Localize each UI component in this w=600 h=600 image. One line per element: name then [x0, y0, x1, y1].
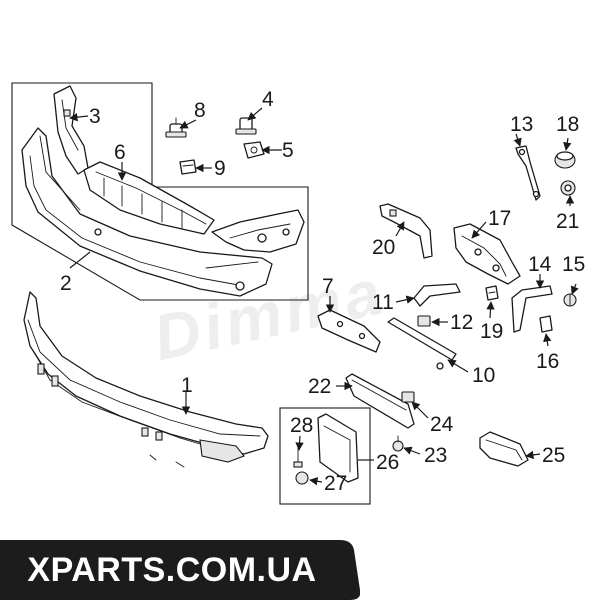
callout-7: 7 [322, 275, 334, 298]
part-6-absorber [83, 161, 215, 235]
callout-23: 23 [424, 444, 447, 467]
part-15-bolt [563, 293, 577, 307]
part-13-strap [515, 145, 541, 201]
callout-16: 16 [536, 350, 559, 373]
part-19-clip [485, 285, 499, 301]
callout-17: 17 [488, 207, 511, 230]
callout-28: 28 [290, 414, 313, 437]
callout-1: 1 [181, 374, 193, 397]
callout-11: 11 [372, 291, 394, 314]
group-box-2 [11, 82, 309, 301]
part-9-clip [179, 159, 197, 175]
callout-9: 9 [214, 157, 226, 180]
part-10-bar [387, 317, 457, 370]
part-26-plate-bracket [317, 413, 359, 483]
part-27-nut [295, 471, 309, 485]
callout-labels: 1 2 3 4 5 6 7 8 9 10 11 12 13 14 15 16 1… [60, 88, 585, 495]
callout-24: 24 [430, 413, 454, 436]
callout-25: 25 [542, 444, 565, 467]
callout-10: 10 [472, 364, 495, 387]
part-24-clip [401, 391, 415, 403]
group-box-26 [279, 407, 371, 505]
callout-18: 18 [556, 113, 579, 136]
part-3-bracket [53, 85, 89, 175]
part-22-strip [345, 373, 415, 429]
callout-20: 20 [372, 236, 395, 259]
callout-2: 2 [60, 272, 72, 295]
callout-6: 6 [114, 141, 126, 164]
callout-8: 8 [194, 99, 206, 122]
part-5-nut [243, 141, 265, 159]
callout-19: 19 [480, 320, 503, 343]
callout-5: 5 [282, 139, 294, 162]
part-1-bumper [23, 291, 269, 468]
callout-27: 27 [324, 472, 347, 495]
callout-26: 26 [376, 451, 399, 474]
part-2-upper-bar [21, 127, 273, 297]
part-16-clip [539, 315, 553, 333]
part-8-bolt [165, 117, 187, 138]
brand-banner-shape [0, 540, 360, 600]
part-17-mount [453, 223, 521, 285]
part-11-bracket [413, 283, 461, 307]
part-25-bezel [479, 431, 529, 467]
brand-banner [0, 540, 360, 600]
callout-15: 15 [562, 253, 585, 276]
part-21-nut [560, 180, 576, 196]
part-12-clip [417, 315, 431, 327]
callout-4: 4 [262, 88, 274, 111]
leader-lines [69, 107, 579, 486]
callout-14: 14 [528, 253, 552, 276]
part-28-screw [293, 443, 303, 468]
callout-21: 21 [556, 210, 579, 233]
part-7-bracket [317, 309, 381, 353]
callout-12: 12 [450, 311, 473, 334]
part-18-rubber-stop [554, 151, 576, 169]
callout-13: 13 [510, 113, 533, 136]
brand-text: XPARTS.COM.UA [27, 551, 317, 589]
part-23-pin [392, 435, 404, 452]
part-14-bracket [511, 285, 553, 333]
callout-22: 22 [308, 375, 331, 398]
part-20-bracket [379, 203, 433, 259]
part-4-bolt [235, 117, 257, 135]
callout-3: 3 [89, 105, 101, 128]
part-side-bracket [211, 209, 305, 253]
